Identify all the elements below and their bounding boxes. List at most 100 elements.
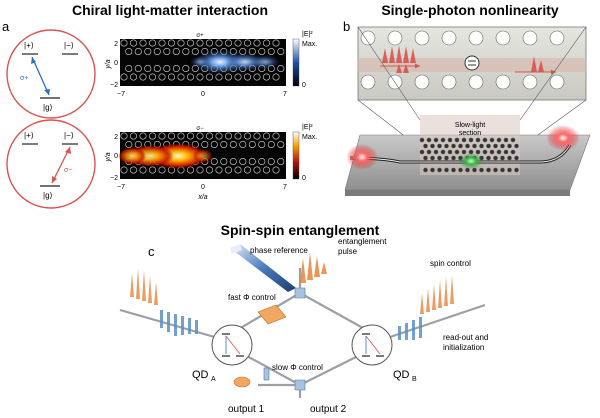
lattice-hole <box>423 143 428 149</box>
lattice-hole <box>206 166 214 174</box>
sigma-plus-label: σ+ <box>20 75 28 82</box>
lattice-hole <box>182 65 190 73</box>
lattice-hole <box>258 141 266 149</box>
lattice-hole <box>262 39 270 47</box>
readout-label: read-out and <box>443 333 488 342</box>
lattice-hole <box>277 65 285 73</box>
y-tick-top-neg2: −2 <box>110 82 118 89</box>
photon-pulse-train-right <box>531 56 544 72</box>
lattice-hole <box>458 143 463 149</box>
state-minus-label: |−⟩ <box>64 131 74 140</box>
lattice-hole <box>158 73 166 81</box>
lattice-hole <box>447 137 453 143</box>
lattice-hole <box>196 39 204 47</box>
lattice-hole <box>437 155 442 161</box>
lattice-hole <box>430 143 435 149</box>
lattice-hole <box>244 39 252 47</box>
qd-a-label: QD <box>192 369 209 381</box>
lattice-hole <box>440 149 446 155</box>
lattice-hole <box>437 143 442 149</box>
colorbar-title-top: |E|² <box>302 31 313 38</box>
lattice-hole <box>500 143 505 149</box>
lattice-hole <box>258 47 266 55</box>
lattice-hole <box>503 137 509 143</box>
lattice-hole <box>130 132 138 140</box>
lattice-hole <box>451 155 456 161</box>
spin-control-label: spin control <box>430 259 471 268</box>
lattice-hole <box>149 132 157 140</box>
lattice-hole <box>277 158 285 166</box>
lattice-hole <box>486 167 491 173</box>
x-tick-bottom-7: 7 <box>283 184 287 191</box>
lattice-hole <box>215 132 223 140</box>
lattice-hole <box>139 166 147 174</box>
lattice-hole <box>479 167 484 173</box>
phase-reference-label: phase reference <box>250 246 308 255</box>
emitter-icon <box>464 55 480 71</box>
colorbar-blue: |E|² Max. 0 <box>292 31 317 89</box>
lattice-hole <box>503 149 509 155</box>
state-minus-label: |−⟩ <box>64 41 74 50</box>
lattice-hole <box>187 132 195 140</box>
lattice-hole <box>149 39 157 47</box>
lattice-hole <box>248 158 256 166</box>
lattice-hole <box>489 149 495 155</box>
panel-c-title: Spin-spin entanglement <box>221 222 380 238</box>
lattice-hole <box>414 30 430 46</box>
lattice-hole <box>220 158 228 166</box>
state-ground-label: |g⟩ <box>43 191 53 200</box>
lattice-hole <box>441 74 457 90</box>
lattice-hole <box>486 143 491 149</box>
lattice-hole <box>444 167 449 173</box>
quantum-dot-b: QD B <box>351 324 417 383</box>
y-axis-label-bottom: y/a <box>105 152 112 162</box>
lattice-hole <box>440 137 446 143</box>
x-tick-bottom-0: 0 <box>201 184 205 191</box>
x-tick-top-neg7: −7 <box>117 91 125 98</box>
fast-phase-modulator <box>257 304 287 325</box>
lattice-hole <box>465 143 470 149</box>
lattice-hole <box>120 73 128 81</box>
readout-label-2: initialization <box>443 343 484 352</box>
lattice-hole <box>272 166 280 174</box>
lattice-hole <box>253 39 261 47</box>
y-tick-bottom-0: 0 <box>114 153 118 160</box>
lattice-hole <box>472 143 477 149</box>
bottom-beam-splitter <box>294 379 306 391</box>
lattice-hole <box>177 73 185 81</box>
lattice-hole <box>225 132 233 140</box>
lattice-hole <box>267 47 275 55</box>
panel-c-letter: c <box>148 244 155 259</box>
lattice-hole <box>262 132 270 140</box>
lattice-hole <box>514 143 519 149</box>
lattice-hole <box>461 149 467 155</box>
state-plus-label: |+⟩ <box>24 41 34 50</box>
y-axis-label-top: y/a <box>105 59 112 69</box>
lattice-hole <box>510 149 516 155</box>
photon-pulse-train-left <box>382 45 416 73</box>
lattice-hole <box>522 30 538 46</box>
lattice-hole <box>206 73 214 81</box>
lattice-hole <box>549 30 565 46</box>
colorbar-max-top: Max. <box>302 41 317 48</box>
lattice-hole <box>158 132 166 140</box>
lattice-hole <box>461 137 467 143</box>
colorbar-title-bottom: |E|² <box>302 124 313 131</box>
lattice-hole <box>120 132 128 140</box>
x-tick-top-7: 7 <box>283 91 287 98</box>
lattice-hole <box>229 141 237 149</box>
lattice-hole <box>262 73 270 81</box>
lattice-hole <box>447 149 453 155</box>
lattice-hole <box>187 39 195 47</box>
colorbar-max-bottom: Max. <box>302 134 317 141</box>
lattice-hole <box>493 143 498 149</box>
panel-c: Spin-spin entanglement c phase reference <box>119 222 488 415</box>
lattice-hole <box>215 166 223 174</box>
map-label-sigma-minus: σ− <box>196 126 204 132</box>
lattice-hole <box>475 137 481 143</box>
lattice-hole <box>272 73 280 81</box>
lattice-hole <box>153 65 161 73</box>
lattice-hole <box>426 137 432 143</box>
sigma-minus-label: σ− <box>64 167 72 174</box>
